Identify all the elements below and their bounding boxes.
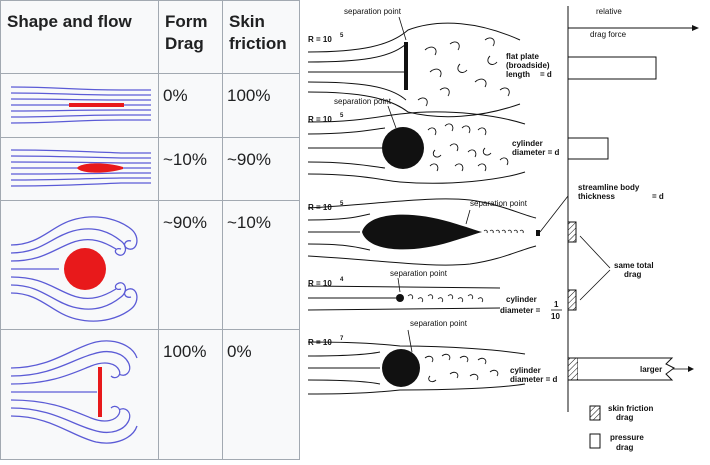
row2-desc-2: diameter = d [512, 148, 559, 157]
row4-frac-num: 1 [554, 300, 559, 309]
row4-desc-2: diameter = [500, 306, 541, 315]
row3-desc-eq: = d [652, 192, 664, 201]
row3-exponent: 5 [340, 201, 344, 207]
form-drag-cell-3: ~90% [158, 200, 223, 330]
skin-friction-value-4: 0% [227, 342, 252, 361]
header-relative: relative [596, 7, 622, 16]
skin-friction-value-1: 100% [227, 86, 271, 105]
legend-skin-line1: skin friction [608, 404, 653, 413]
form-drag-value-1: 0% [163, 86, 188, 105]
row5-separation-label: separation point [410, 319, 468, 328]
row2-pressure-drag-bar [567, 137, 609, 160]
legend-pressure-line1: pressure [610, 433, 644, 442]
skin-friction-value-3: ~10% [227, 213, 271, 232]
row1-exponent: 5 [340, 33, 344, 39]
streamlined-body-flow-diagram [10, 149, 151, 187]
row4-desc-1: cylinder [506, 295, 537, 304]
drag-force-figure: relative drag force separation point R = [300, 0, 710, 460]
form-drag-value-2: ~10% [163, 150, 207, 169]
skin-friction-cell-4: 0% [222, 329, 300, 460]
row1-desc-1: flat plate [506, 52, 539, 61]
larger-arrow-icon [688, 366, 694, 372]
row5-exponent: 7 [340, 336, 344, 342]
drag-force-arrow-icon [692, 25, 699, 31]
header-shape-and-flow: Shape and flow [0, 0, 159, 74]
legend-skin-line2: drag [616, 413, 633, 422]
row1-reynolds: R = 10 [308, 35, 332, 44]
shape-cell-streamlined-body [0, 137, 159, 201]
row5-pressure-drag-bar [578, 357, 675, 381]
header-form-drag: Form Drag [158, 0, 223, 74]
drag-comparison-table: Shape and flow Form Drag Skin friction 0… [0, 0, 300, 460]
header-skin-line2: friction [229, 34, 287, 53]
row3-skin-friction-bar [567, 221, 577, 243]
skin-friction-cell-3: ~10% [222, 200, 300, 330]
legend: skin friction drag pressure drag [589, 404, 653, 452]
form-drag-cell-1: 0% [158, 73, 223, 138]
skin-friction-cell-2: ~90% [222, 137, 300, 201]
skin-friction-value-2: ~90% [227, 150, 271, 169]
row4-frac-den: 10 [551, 312, 560, 321]
row2-reynolds: R = 10 [308, 115, 332, 124]
form-drag-cell-2: ~10% [158, 137, 223, 201]
flat-plate-parallel-flow-diagram [10, 86, 151, 124]
shape-cell-flat-plate-perpendicular [0, 329, 159, 460]
row1-pressure-drag-bar [567, 56, 657, 80]
row2-desc-1: cylinder [512, 139, 543, 148]
row4-reynolds: R = 10 [308, 279, 332, 288]
shape-cell-cylinder [0, 200, 159, 330]
row3-reynolds: R = 10 [308, 203, 332, 212]
row-flat-plate: separation point R = 10 5 flat plate (br… [307, 7, 657, 118]
header-drag-force: drag force [590, 30, 627, 39]
row-cylinder-2: separation point R = 10 7 cylinder diame… [307, 319, 694, 395]
row1-desc-2: (broadside) [506, 61, 550, 70]
larger-label: larger [640, 365, 662, 374]
header-skin-line1: Skin [229, 12, 265, 31]
row1-desc-3: length [506, 70, 530, 79]
flat-plate-perpendicular-flow-diagram [10, 340, 138, 444]
form-drag-value-4: 100% [163, 342, 207, 361]
row2-exponent: 5 [340, 113, 344, 119]
row5-reynolds: R = 10 [308, 338, 332, 347]
legend-pressure-swatch [589, 433, 601, 449]
header-shape-text: Shape and flow [7, 12, 132, 31]
header-skin-friction: Skin friction [222, 0, 300, 74]
row1-desc-eq: = d [540, 70, 552, 79]
row4-skin-friction-bar [567, 289, 577, 311]
row5-desc-1: cylinder [510, 366, 541, 375]
row2-separation-label: separation point [334, 97, 392, 106]
row-cylinder-1: separation point R = 10 5 cylinder diame… [307, 97, 609, 184]
header-form-line2: Drag [165, 34, 204, 53]
same-total-drag-bracket: same total drag [579, 235, 654, 301]
row-small-cylinder: separation point R = 10 4 cylinder diame… [307, 269, 577, 321]
row4-exponent: 4 [340, 277, 344, 283]
drag-force-figure-svg: relative drag force separation point R = [307, 6, 699, 452]
same-total-line2: drag [624, 270, 641, 279]
row1-separation-label: separation point [344, 7, 402, 16]
row4-separation-label: separation point [390, 269, 448, 278]
skin-friction-cell-1: 100% [222, 73, 300, 138]
row-streamline-body: separation point R = 10 5 streamline bod… [307, 183, 664, 266]
shape-cell-flat-plate-parallel [0, 73, 159, 138]
row3-separation-label: separation point [470, 199, 528, 208]
row5-skin-friction-bar [567, 357, 579, 381]
legend-pressure-line2: drag [616, 443, 633, 452]
form-drag-cell-4: 100% [158, 329, 223, 460]
header-form-line1: Form [165, 12, 208, 31]
legend-skin-friction-swatch [589, 405, 601, 421]
row3-thickness-mark [536, 230, 540, 236]
form-drag-value-3: ~90% [163, 213, 207, 232]
row3-desc-1: streamline body [578, 183, 640, 192]
row5-desc-2: diameter = d [510, 375, 557, 384]
row3-desc-2: thickness [578, 192, 615, 201]
cylinder-flow-diagram [10, 216, 138, 322]
same-total-line1: same total [614, 261, 654, 270]
